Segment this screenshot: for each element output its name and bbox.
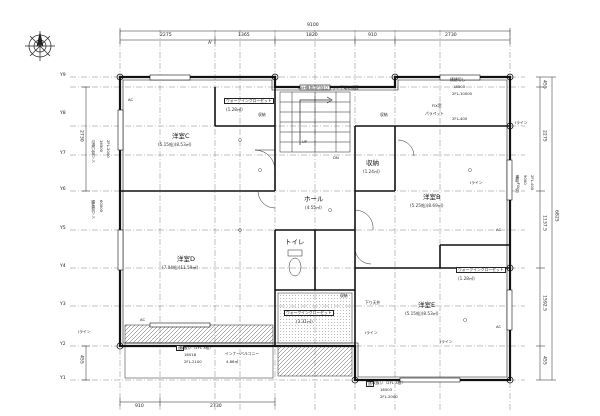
i-line-4: Iライン <box>440 339 453 344</box>
dim-top-seg-3: 1820 <box>306 33 318 38</box>
left-dimension-lines <box>82 86 90 381</box>
stair-note: 24H換気用付自立サッシ下端に設置 <box>298 85 359 90</box>
grid-label-y4: Y4 <box>60 264 66 269</box>
dim-right-total: 6825 <box>553 210 559 222</box>
room-wic-c-area: (1.28㎡) <box>226 107 243 112</box>
shuno-short-2: 収納 <box>380 112 388 117</box>
i-line-5: Iライン <box>78 329 91 334</box>
windows <box>117 74 513 383</box>
dim-left-seg-2: 455 <box>78 355 84 364</box>
stair-dn-label: DN <box>333 155 339 160</box>
dim-top-seg-4: 910 <box>368 33 377 38</box>
grid-label-y1: Y1 <box>60 376 66 381</box>
inner-balcony-area: 4.86㎡ <box>226 359 239 364</box>
shuno-short-1: 収納 <box>258 112 266 117</box>
toyu-mark-1: 透 <box>176 345 184 351</box>
i-line-3: Iライン <box>365 330 378 335</box>
stair-up-label: UP <box>302 139 308 144</box>
grid-label-y9: Y9 <box>60 73 66 78</box>
right-note-a: 5000 <box>522 175 528 185</box>
room-hall: ホール <box>304 195 324 203</box>
toyu-mark-2: 透 <box>366 381 374 387</box>
dim-top-total: 9100 <box>307 23 319 28</box>
right-note-b: 2FL-400 <box>529 175 535 191</box>
dim-right-seg-5: 455 <box>541 356 547 365</box>
room-youshitsu-b-area: (5.25帖)(8.69㎡) <box>410 203 444 208</box>
room-youshitsu-d: 洋室D <box>177 255 196 263</box>
shuno-short-3: 収納 <box>340 293 348 298</box>
right-dimension-lines <box>536 76 556 381</box>
left-note2-a: 60000 <box>98 200 104 213</box>
dim-right-seg-1: 455 <box>541 80 547 89</box>
columns <box>116 73 514 384</box>
i-line-1: Iライン <box>470 180 483 185</box>
grid-label-y6: Y6 <box>60 187 66 192</box>
left-note2: 勝板窓リシ <box>91 200 97 219</box>
toilet-icon <box>287 249 303 277</box>
fukikomi-2: 吹抜い（2FL 3枚） <box>372 380 406 385</box>
doors <box>254 139 415 265</box>
yokodoi-top-val: 18503 <box>453 84 466 89</box>
inner-balcony-label: インナーバルコニー <box>225 351 260 356</box>
right-note: 補助FIX窓 <box>515 175 521 193</box>
grid-label-y8: Y8 <box>60 111 66 116</box>
room-shuno: 収納 <box>366 159 379 167</box>
top-dimension-lines <box>119 28 511 44</box>
room-toilet: トイレ <box>285 238 305 246</box>
dim-top-seg-5: 2730 <box>445 33 457 38</box>
dim-left-seg-1: 2730 <box>78 130 84 142</box>
ac-label-2: AC <box>140 317 146 322</box>
fix-label: FIX窓 <box>432 103 442 108</box>
ac-label-3: AC <box>496 227 502 232</box>
grid-label-y5: Y5 <box>60 226 66 231</box>
room-wic-center: ウォークインクローゼット <box>284 310 334 316</box>
grid-label-y2: Y2 <box>60 342 66 347</box>
fukikomi-2-b: 2FL-2000 <box>380 394 398 399</box>
room-shuno-area: (1.24㎡) <box>363 169 380 174</box>
fukikomi-1-a: 16518 <box>184 352 197 357</box>
i-line-2: Iライン <box>515 120 528 125</box>
ac-label-1: AC <box>128 97 134 102</box>
room-youshitsu-d-area: (7.04帖)(11.59㎡) <box>162 265 199 270</box>
bottom-dimension-lines <box>119 398 276 406</box>
left-note: 引違い窓リシ <box>91 140 97 163</box>
dim-top-seg-2: 1365 <box>238 33 250 38</box>
left-note-a: 16500 <box>98 140 104 153</box>
room-youshitsu-c-area: (5.15帖)(8.53㎡) <box>158 142 192 147</box>
left-note-b: 2FL-2000 <box>105 140 111 158</box>
fukikomi-1-b: 2FL-2100 <box>184 359 202 364</box>
room-hall-area: (4.55㎡) <box>305 205 322 210</box>
room-wic-c: ウォークインクローゼット <box>224 98 274 104</box>
fukikomi-1: 吹抜い（2FL 3枚） <box>180 345 214 350</box>
grid-label-y7: Y7 <box>60 151 66 156</box>
room-wic-e-area: (1.28㎡) <box>458 276 475 281</box>
parapet-label: パラペット <box>425 111 444 116</box>
room-youshitsu-b: 洋室B <box>423 193 441 201</box>
dim-right-seg-3: 1137.5 <box>541 215 547 232</box>
sita-fukinuke-label: 下り天井 <box>365 300 381 305</box>
room-wic-center-area: (3.31㎡) <box>296 319 313 324</box>
dim-top-seg-1: 2275 <box>160 33 172 38</box>
room-youshitsu-c: 洋室C <box>172 132 190 140</box>
dim-top-marker: A' <box>208 41 213 46</box>
dim-right-seg-4: 1592.5 <box>541 295 547 312</box>
dim-bottom-seg-1: 910 <box>135 404 144 409</box>
fukikomi-2-a: 16503 <box>380 387 393 392</box>
room-wic-e: ウォークインクローゼット <box>456 267 506 273</box>
fl-top2: 2FL-400 <box>452 116 468 121</box>
room-youshitsu-e-area: (5.15帖)(8.53㎡) <box>405 311 439 316</box>
compass-icon <box>25 31 55 61</box>
dim-right-seg-2: 2275 <box>541 130 547 142</box>
ac-label-4: AC <box>496 324 502 329</box>
dim-bottom-seg-2: 2730 <box>210 404 222 409</box>
fl-top: 2FL-10000 <box>452 91 473 96</box>
grid-label-y3: Y3 <box>60 302 66 307</box>
room-youshitsu-e: 洋室E <box>418 301 436 309</box>
stair <box>279 91 351 153</box>
yokodoi-top: 横樋切し <box>450 77 466 82</box>
